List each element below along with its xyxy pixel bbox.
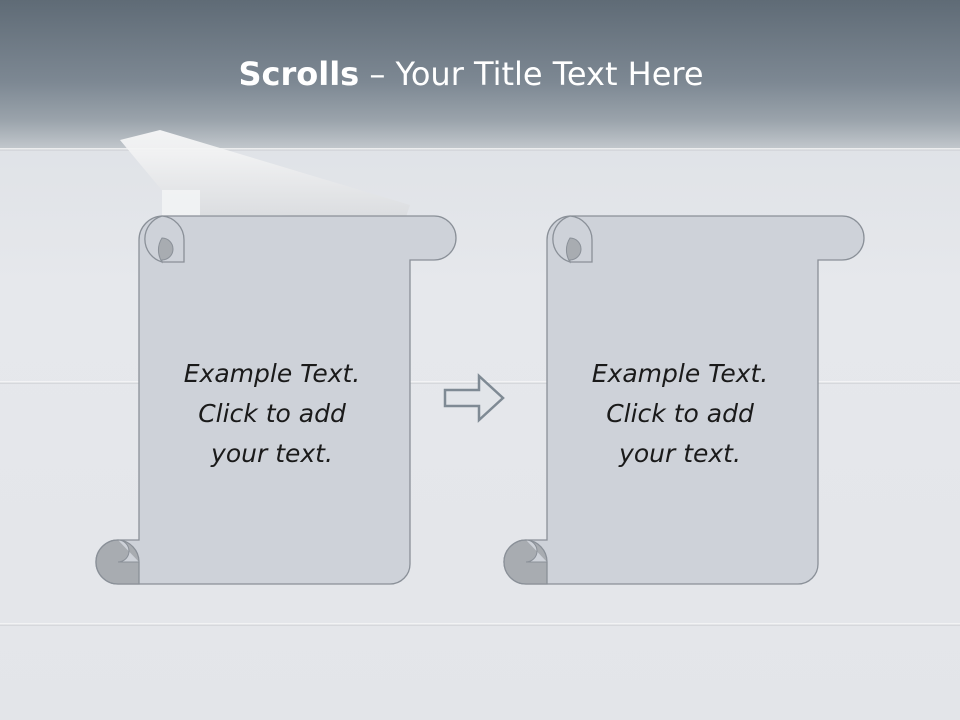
scroll-text-line: your text.	[211, 439, 333, 468]
plank-line	[0, 148, 960, 151]
slide-title[interactable]: Scrolls – Your Title Text Here	[0, 52, 942, 96]
title-separator: –	[359, 55, 396, 93]
title-text: Your Title Text Here	[395, 55, 704, 93]
right-arrow-outline-icon	[443, 373, 505, 423]
title-bold: Scrolls	[238, 55, 360, 93]
title-band	[0, 0, 960, 150]
scroll-text[interactable]: Example Text. Click to add your text.	[545, 354, 815, 474]
scroll-text-line: your text.	[619, 439, 741, 468]
scroll-text[interactable]: Example Text. Click to add your text.	[137, 354, 407, 474]
scroll-text-line: Example Text.	[591, 359, 769, 388]
scroll-text-line: Example Text.	[183, 359, 361, 388]
scroll-card-left[interactable]: Example Text. Click to add your text.	[92, 214, 462, 594]
scroll-text-line: Click to add	[198, 399, 346, 428]
scroll-card-right[interactable]: Example Text. Click to add your text.	[500, 214, 870, 594]
plank-line	[0, 623, 960, 626]
scroll-text-line: Click to add	[606, 399, 754, 428]
background-bracket	[120, 130, 410, 220]
scroll-shape	[95, 215, 457, 585]
scroll-shape	[503, 215, 865, 585]
